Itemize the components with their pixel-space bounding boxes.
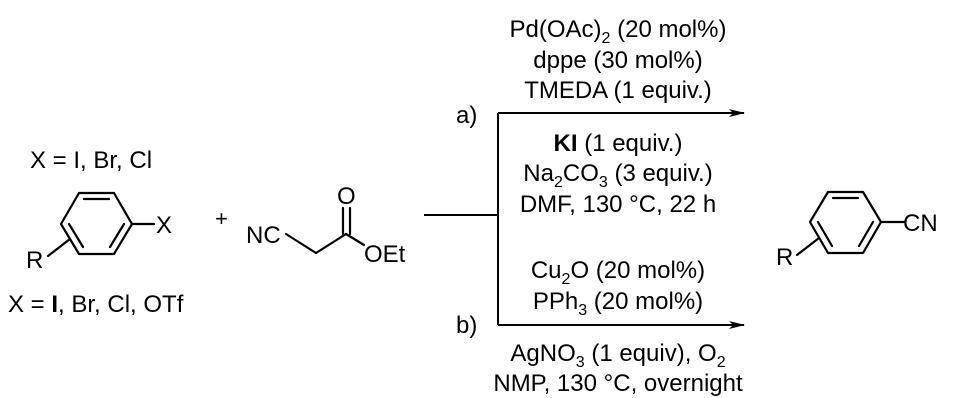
benzonitrile-structure — [795, 190, 906, 257]
product-aryl-r-bond — [795, 236, 821, 257]
condition-b-ligand: PPh3 (20 mol%) — [533, 288, 703, 319]
nitrile-cn-label: CN — [903, 210, 938, 237]
cyanoacetate-structure — [284, 206, 366, 255]
x-options-bottom: X = I, Br, Cl, OTf — [8, 291, 184, 318]
condition-b-catalyst: Cu2O (20 mol%) — [531, 257, 705, 288]
nc-ch2-bond — [284, 232, 318, 255]
condition-b-oxidant: AgNO3 (1 equiv), O2 — [510, 340, 725, 371]
ethoxy-label: OEt — [364, 241, 406, 268]
condition-a-ligand: dppe (30 mol%) — [533, 47, 702, 74]
condition-a-base: Na2CO3 (3 equiv.) — [523, 160, 712, 191]
condition-b-solvent: NMP, 130 °C, overnight — [493, 370, 743, 397]
condition-a-catalyst: Pd(OAc)2 (20 mol%) — [510, 16, 727, 47]
benzene-ring — [59, 191, 134, 256]
aryl-halide-structure — [46, 191, 156, 258]
aromatic-double-bond — [67, 222, 85, 249]
branched-reaction-arrow — [424, 109, 745, 329]
aromatic-double-bond — [108, 222, 126, 249]
condition-a-label: a) — [456, 102, 477, 129]
condition-a-solvent: DMF, 130 °C, 22 h — [520, 191, 716, 218]
product-aromatic-double-bond — [857, 220, 875, 248]
substituent-r-label: R — [26, 247, 43, 274]
nitrile-nc-label: NC — [246, 222, 281, 249]
product-r-label: R — [776, 244, 793, 271]
plus-sign: + — [215, 206, 228, 231]
condition-b-label: b) — [456, 312, 477, 339]
carbonyl-o-label: O — [337, 183, 356, 210]
condition-a-additive: TMEDA (1 equiv.) — [524, 77, 712, 104]
aryl-r-bond — [46, 237, 72, 258]
product-benzene-ring — [808, 190, 883, 255]
condition-a-iodide: KI (1 equiv.) — [554, 130, 683, 157]
x-options-top: X = I, Br, Cl — [30, 147, 152, 174]
halide-x-label: X — [156, 212, 172, 239]
ch2-c-bond — [314, 232, 348, 255]
c-o-ester-bond — [344, 232, 366, 247]
product-aromatic-double-bond — [816, 220, 834, 248]
